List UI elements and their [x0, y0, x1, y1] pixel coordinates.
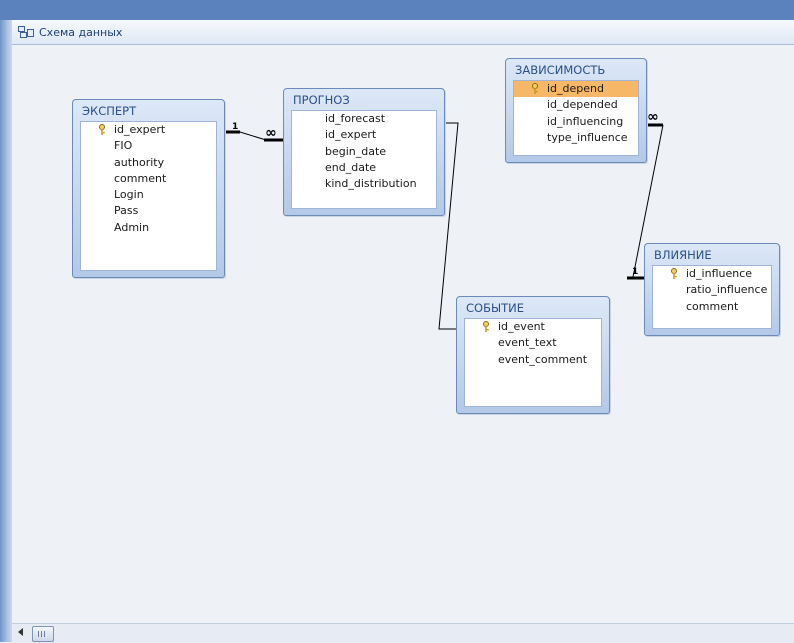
field-row[interactable]: FIO [114, 139, 133, 153]
table-expert[interactable]: ЭКСПЕРТ id_expert FIO authority comment … [72, 99, 225, 278]
field-row[interactable]: comment [114, 171, 167, 185]
many-marker-label: ∞ [647, 109, 659, 125]
field-row[interactable]: id_expert [325, 128, 377, 142]
field-list: id_event event_text event_comment [464, 318, 602, 407]
relation-forecast-event [438, 122, 459, 330]
scroll-thumb[interactable] [32, 626, 54, 642]
primary-key-icon [98, 124, 106, 136]
window-top-strip [0, 0, 794, 20]
field-row[interactable]: Pass [114, 204, 139, 218]
field-row[interactable]: id_expert [81, 122, 216, 138]
table-event[interactable]: СОБЫТИЕ id_event event_text event_commen… [456, 296, 610, 414]
table-title: ВЛИЯНИЕ [654, 248, 712, 262]
relationships-canvas[interactable]: 1 ∞ ∞ 1 ЭКСПЕРТ id_expert FIO authority [12, 45, 794, 623]
table-title: ЗАВИСИМОСТЬ [515, 63, 606, 77]
field-row[interactable]: type_influence [547, 130, 628, 144]
document-tab-bar: Схема данных [12, 20, 794, 45]
table-title: ПРОГНОЗ [293, 93, 350, 107]
field-row[interactable]: id_depended [547, 98, 618, 112]
field-row[interactable]: comment [686, 299, 739, 313]
field-list: id_depend id_depended id_influencing typ… [513, 80, 639, 156]
table-title: ЭКСПЕРТ [82, 104, 137, 118]
field-row-selected[interactable]: id_depend [514, 81, 638, 98]
relationship-lines: 1 ∞ ∞ 1 [224, 109, 664, 330]
table-title: СОБЫТИЕ [466, 301, 525, 315]
tab-relationships[interactable]: Схема данных [18, 24, 122, 40]
grip-icon [38, 631, 47, 637]
field-row[interactable]: authority [114, 155, 165, 169]
table-dependency[interactable]: ЗАВИСИМОСТЬ id_depend id_depended id_inf… [505, 58, 647, 163]
field-row[interactable]: event_comment [498, 352, 588, 366]
field-row[interactable]: id_forecast [325, 112, 386, 125]
field-list: id_expert FIO authority comment Login Pa… [80, 121, 217, 271]
horizontal-scrollbar[interactable] [12, 623, 794, 643]
field-list: id_influence ratio_influence comment [652, 265, 772, 329]
window-left-frame [0, 20, 12, 642]
table-influence[interactable]: ВЛИЯНИЕ id_influence ratio_influence com… [644, 243, 780, 336]
one-marker-label: 1 [632, 267, 638, 277]
field-row[interactable]: id_event [465, 319, 601, 335]
relation-expert-forecast [224, 130, 285, 142]
field-row[interactable]: event_text [498, 336, 557, 350]
field-row[interactable]: id_influence [653, 266, 771, 282]
field-list: id_forecast id_expert begin_date end_dat… [291, 110, 437, 209]
tab-title: Схема данных [39, 25, 123, 39]
field-row[interactable]: Login [114, 188, 144, 202]
field-row[interactable]: begin_date [325, 144, 387, 158]
scroll-left-arrow-icon[interactable] [18, 628, 23, 636]
primary-key-icon [531, 83, 539, 95]
field-row[interactable]: kind_distribution [325, 177, 417, 191]
primary-key-icon [482, 321, 490, 333]
field-row[interactable]: Admin [114, 220, 150, 234]
many-marker-label: ∞ [265, 125, 277, 141]
relation-dependency-influence [627, 123, 664, 280]
relationships-icon [18, 26, 34, 38]
field-row[interactable]: end_date [325, 160, 377, 174]
table-forecast[interactable]: ПРОГНОЗ id_forecast id_expert begin_date… [283, 88, 445, 216]
field-row[interactable]: ratio_influence [686, 283, 768, 297]
primary-key-icon [670, 268, 678, 280]
one-marker-label: 1 [232, 122, 238, 132]
field-row[interactable]: id_influencing [547, 114, 624, 128]
